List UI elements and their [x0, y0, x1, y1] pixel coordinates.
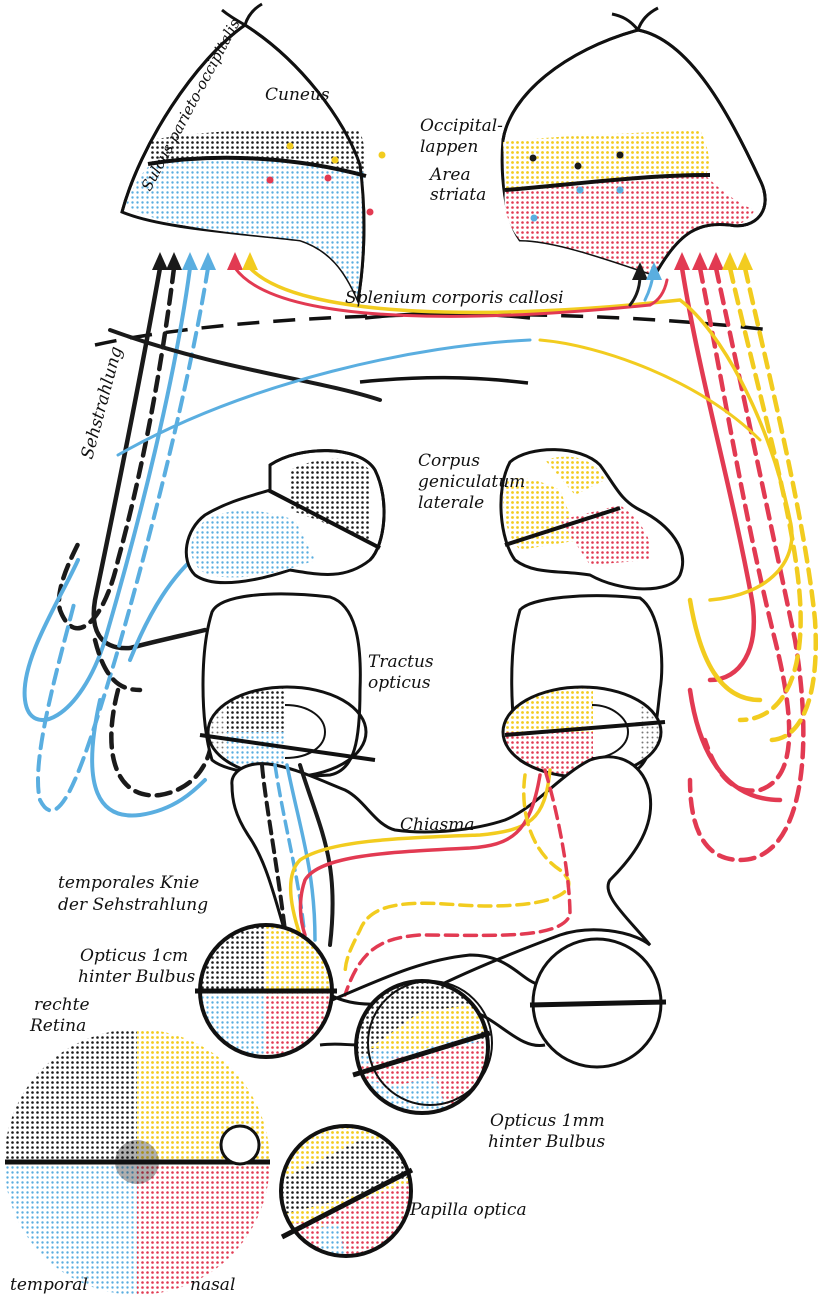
label-corpus-geniculatum-line2: geniculatum [418, 472, 525, 492]
papilla-optica [280, 1125, 415, 1260]
label-opticus-1mm-line1: Opticus 1mm [490, 1111, 605, 1131]
label-nasal: nasal [190, 1275, 235, 1295]
label-sehstrahlung: Sehstrahlung [78, 344, 127, 461]
label-temporales-knie-line2: der Sehstrahlung [58, 895, 208, 915]
label-opticus-1cm-line1: Opticus 1cm [80, 946, 188, 966]
label-temporal: temporal [10, 1275, 88, 1295]
left-optic-tract [200, 594, 375, 779]
label-area-striata-line1: Area [428, 165, 471, 185]
label-opticus-1mm-line2: hinter Bulbus [488, 1132, 605, 1152]
label-splenium: Splenium corporis callosi [345, 288, 564, 308]
right-optic-tract [503, 596, 665, 779]
label-rechte-retina-line2: Retina [29, 1016, 86, 1036]
label-temporales-knie-line1: temporales Knie [58, 873, 199, 893]
optic-nerve-1cm [195, 925, 337, 1057]
left-lateral-geniculate-body [186, 451, 384, 583]
label-area-striata-line2: striata [430, 185, 486, 205]
label-corpus-geniculatum-line1: Corpus [418, 451, 480, 471]
label-papilla-optica: Papilla optica [409, 1200, 527, 1220]
optic-nerve-1mm [353, 980, 492, 1120]
label-occipital-lappen-line2: lappen [420, 137, 478, 157]
label-tractus-opticus-line2: opticus [368, 673, 431, 693]
blind-spot-icon [221, 1126, 259, 1164]
label-rechte-retina-line1: rechte [34, 995, 90, 1015]
label-occipital-lappen-line1: Occipital- [420, 116, 503, 136]
label-cuneus: Cuneus [265, 85, 330, 105]
label-opticus-1cm-line2: hinter Bulbus [78, 967, 195, 987]
label-corpus-geniculatum-line3: laterale [418, 493, 484, 513]
label-tractus-opticus-line1: Tractus [368, 652, 434, 672]
right-occipital-lobe [502, 8, 765, 275]
right-lateral-geniculate-body [501, 450, 683, 589]
right-retina [0, 1025, 274, 1299]
right-optic-nerve-1cm [530, 939, 666, 1067]
label-chiasma: Chiasma [400, 815, 475, 835]
